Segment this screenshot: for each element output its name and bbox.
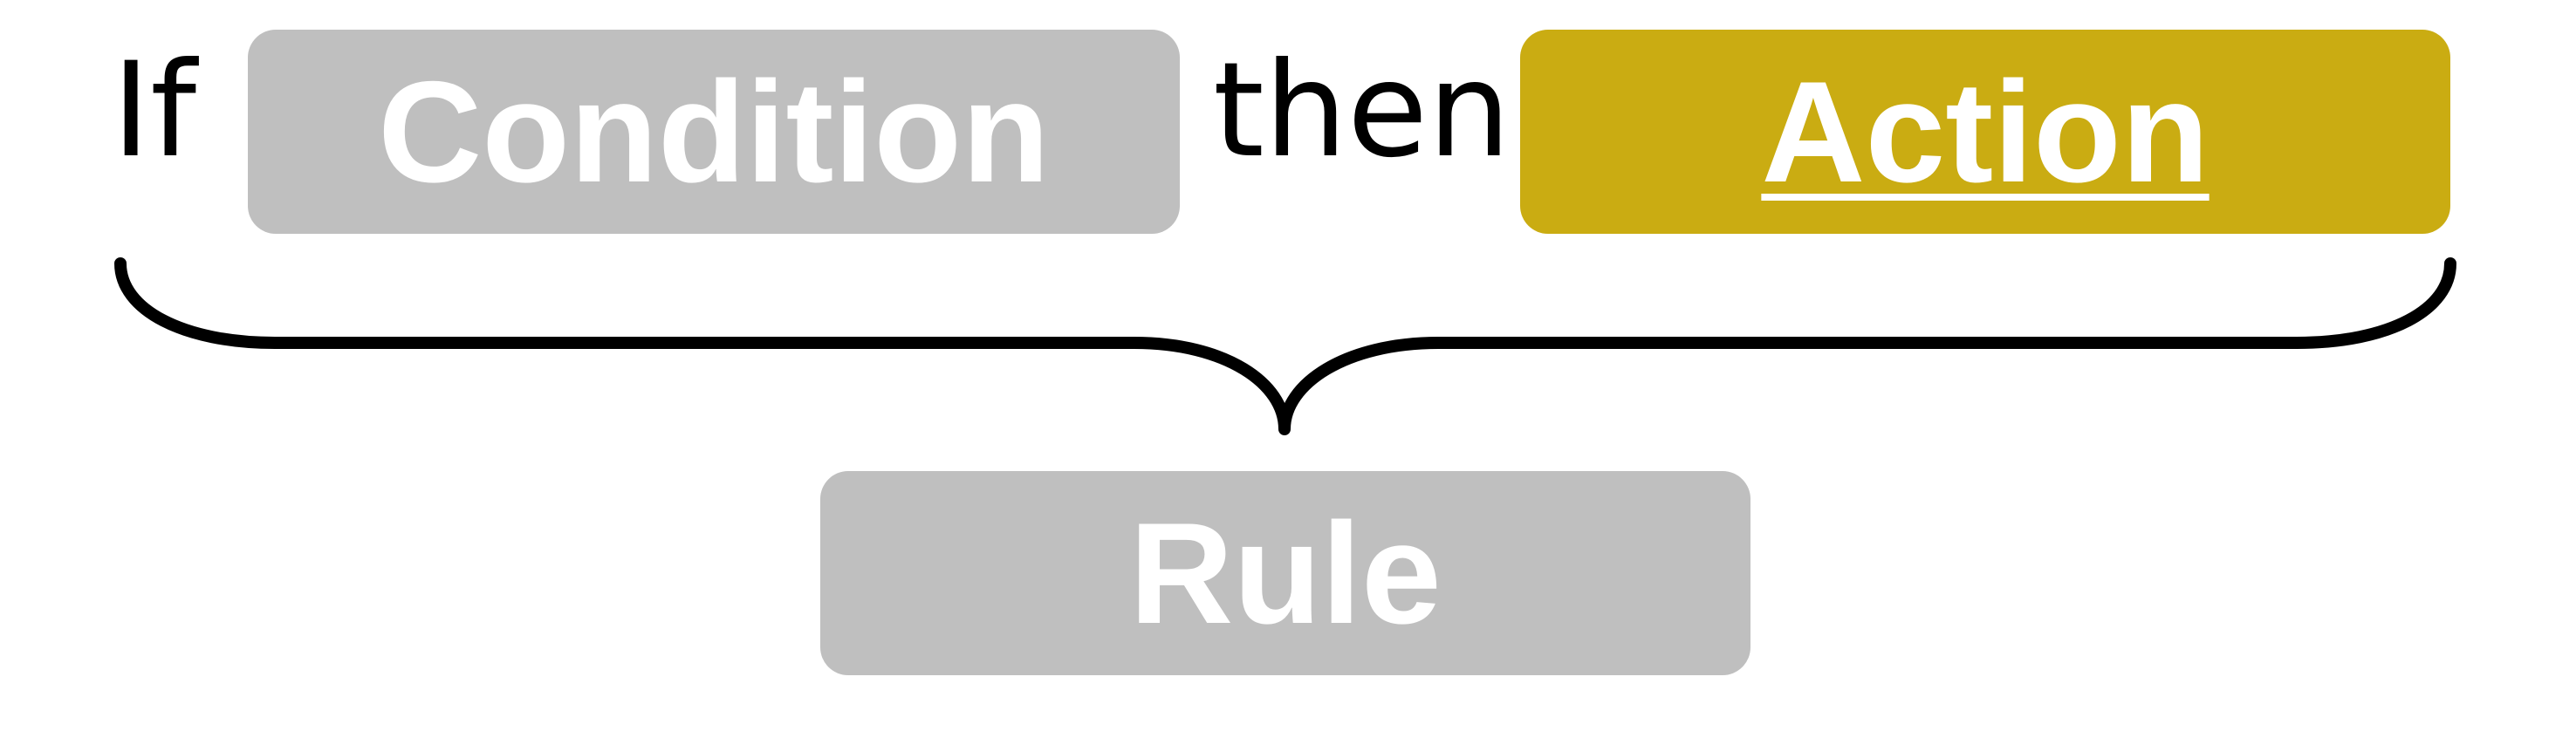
condition-box: Condition	[248, 30, 1180, 234]
condition-label: Condition	[378, 51, 1050, 212]
brace-path	[114, 257, 2456, 435]
if-keyword: If	[112, 35, 197, 187]
rule-label: Rule	[1129, 492, 1442, 653]
action-label: Action	[1761, 51, 2209, 212]
then-keyword: then	[1213, 35, 1511, 187]
action-box: Action	[1520, 30, 2450, 234]
rule-box: Rule	[820, 471, 1750, 675]
